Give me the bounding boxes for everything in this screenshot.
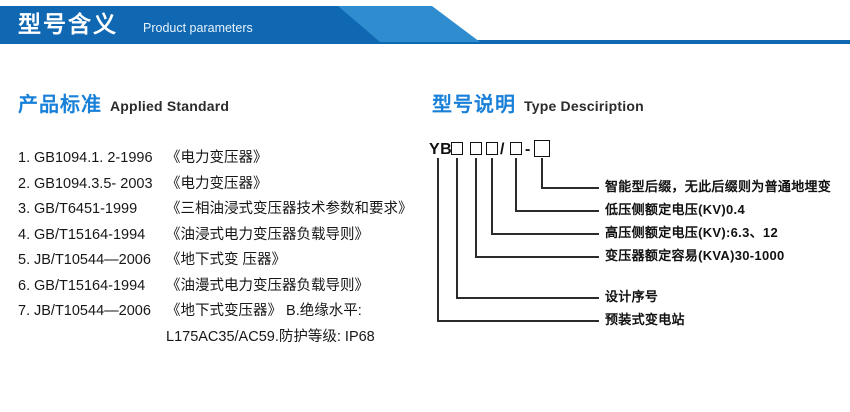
standard-index: 2.: [18, 175, 31, 192]
standard-code: JB/T10544—2006: [34, 303, 151, 319]
standard-code: GB/T15164-1994: [34, 226, 146, 243]
standard-name: 《油浸式电力变压器负载导则》: [166, 226, 369, 243]
standard-code: GB/T15164-1994: [34, 277, 146, 294]
standard-name: 《地下式变压器》 B.绝缘水平:: [166, 303, 362, 319]
standard-code: JB/T10544—2006: [34, 252, 151, 268]
standard-index: 3.: [18, 201, 31, 217]
banner-title-en: Product parameters: [143, 21, 253, 35]
leader-vline-5: [456, 158, 458, 298]
diagram-label-lv-voltage: 低压侧额定电压(KV)0.4: [605, 202, 745, 217]
leader-vline-4: [475, 158, 477, 257]
diagram-label-hv-voltage: 高压侧额定电压(KV):6.3、12: [605, 225, 778, 240]
standards-heading-cn: 产品标准: [18, 94, 102, 116]
leader-vline-6: [437, 158, 439, 321]
list-item: 4.GB/T15164-1994 《油浸式电力变压器负载导则》: [18, 223, 438, 249]
leader-hline-1: [541, 187, 599, 189]
leader-hline-4: [475, 256, 599, 258]
leader-hline-6: [437, 320, 599, 322]
leader-vline-1: [541, 158, 543, 188]
type-code-diagram: YB / - 智能型后缀，无此后缀则为普通地埋变 低压侧额定电压(KV)0.4 …: [420, 138, 850, 338]
diagram-label-capacity: 变压器额定容易(KVA)30-1000: [605, 248, 785, 263]
list-item: 7.JB/T10544—2006 《地下式变压器》 B.绝缘水平:: [18, 299, 438, 325]
list-item: 6.GB/T15164-1994 《油漫式电力变压器负载导则》: [18, 274, 438, 300]
list-item: 5.JB/T10544—2006 《地下式变 压器》: [18, 248, 438, 274]
standards-section-heading: 产品标准 Applied Standard: [18, 88, 229, 117]
type-section-heading: 型号说明 Type Desciription: [432, 88, 644, 117]
list-item: 3.GB/T6451-1999 《三相油浸式变压器技术参数和要求》: [18, 197, 438, 223]
list-item: 1.GB1094.1. 2-1996 《电力变压器》: [18, 146, 438, 172]
diagram-label-suffix: 智能型后缀，无此后缀则为普通地埋变: [605, 179, 832, 194]
code-dash: -: [525, 141, 531, 158]
code-box-3: [486, 142, 498, 155]
standard-code: GB1094.3.5- 2003: [34, 175, 153, 192]
leader-hline-3: [491, 233, 599, 235]
banner-underline-rule: [0, 40, 850, 44]
standard-code: GB1094.1. 2-1996: [34, 150, 153, 166]
standard-code: GB/T6451-1999: [34, 201, 138, 217]
standard-index: 5.: [18, 252, 31, 268]
standard-name: 《三相油浸式变压器技术参数和要求》: [166, 201, 413, 217]
standard-name: 《地下式变 压器》: [166, 252, 287, 268]
leader-hline-2: [515, 210, 599, 212]
standard-index: 4.: [18, 226, 31, 243]
standard-index: 7.: [18, 303, 31, 319]
type-heading-en: Type Desciription: [524, 98, 644, 114]
banner-dark-shape: [0, 6, 380, 42]
leader-vline-3: [491, 158, 493, 234]
standards-heading-en: Applied Standard: [110, 98, 230, 114]
standards-list: 1.GB1094.1. 2-1996 《电力变压器》 2.GB1094.3.5- …: [18, 146, 438, 350]
code-box-5: [534, 140, 550, 157]
standard-name: 《电力变压器》: [166, 175, 268, 192]
leader-vline-2: [515, 158, 517, 211]
page-header-banner: 型号含义 Product parameters: [0, 0, 850, 48]
diagram-label-substation: 预装式变电站: [605, 312, 685, 327]
diagram-label-design-serial: 设计序号: [605, 289, 659, 304]
code-box-1: [451, 142, 463, 155]
standard-continuation-line: L175AC35/AC59.防护等级: IP68: [166, 328, 375, 345]
leader-hline-5: [456, 297, 599, 299]
code-slash: /: [500, 141, 505, 158]
list-item: 2.GB1094.3.5- 2003 《电力变压器》: [18, 172, 438, 198]
banner-title-cn: 型号含义: [18, 11, 118, 37]
type-code-prefix: YB: [429, 141, 453, 158]
type-heading-cn: 型号说明: [432, 94, 516, 116]
code-box-2: [470, 142, 482, 155]
code-box-4: [510, 142, 522, 155]
standard-name: 《电力变压器》: [166, 150, 268, 166]
standard-index: 6.: [18, 277, 31, 294]
standard-name: 《油漫式电力变压器负载导则》: [166, 277, 369, 294]
standard-index: 1.: [18, 150, 31, 166]
